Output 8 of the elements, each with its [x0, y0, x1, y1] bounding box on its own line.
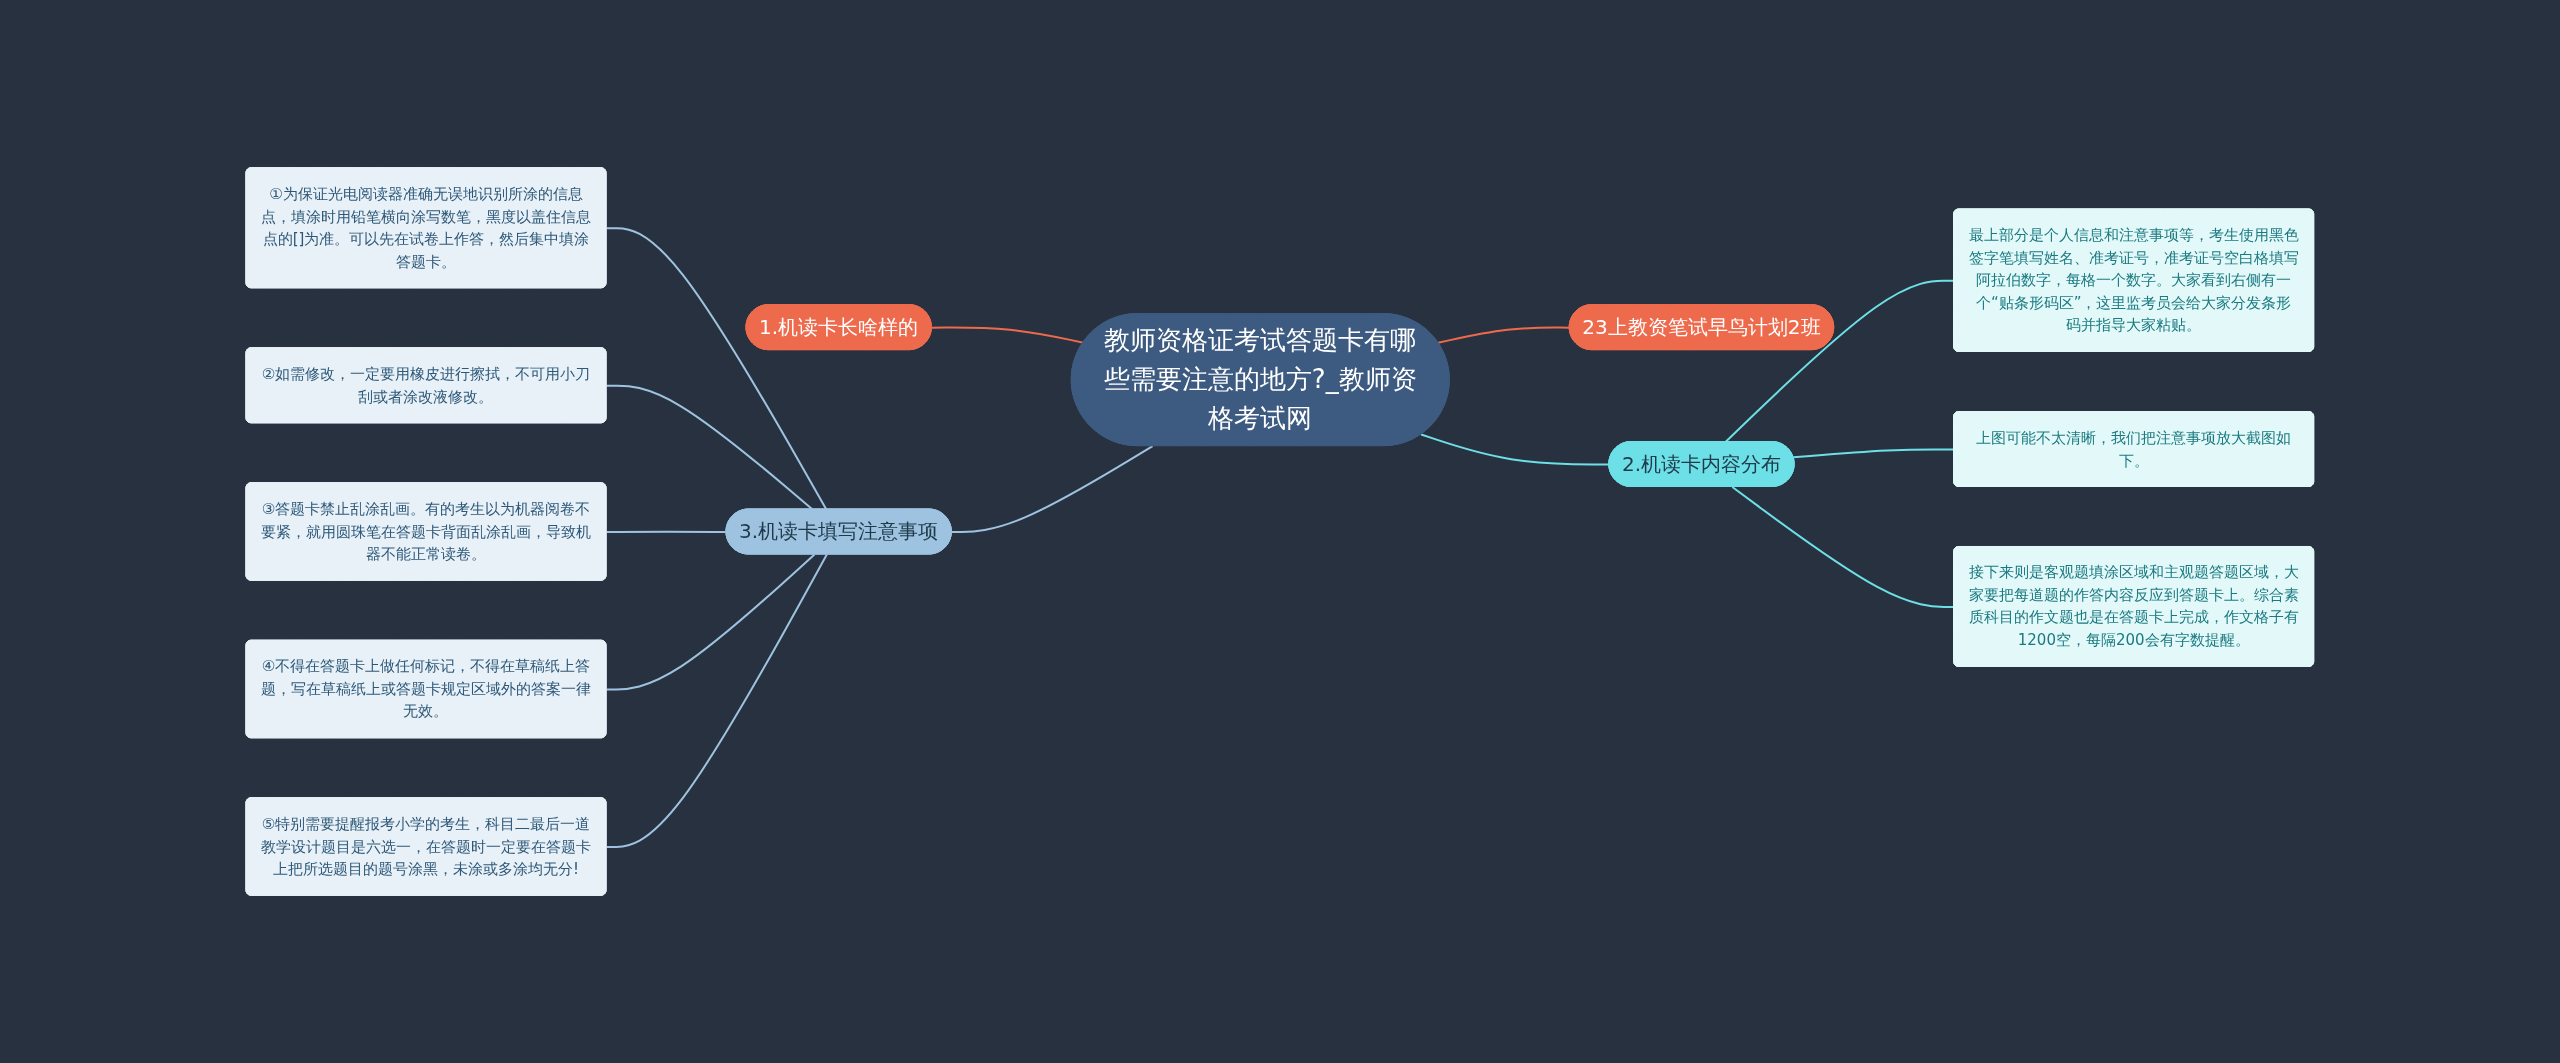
connector: [605, 553, 816, 691]
connector: [605, 530, 728, 533]
connector: [951, 445, 1154, 533]
connector: [605, 227, 828, 511]
connector: [605, 384, 814, 511]
connector: [931, 326, 1085, 344]
connector: [605, 553, 828, 848]
connector: [1437, 326, 1571, 344]
